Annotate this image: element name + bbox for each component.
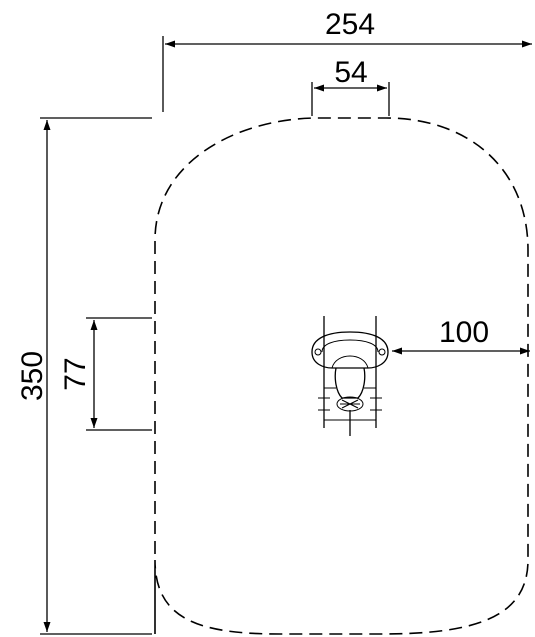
label-overall-width: 254	[325, 8, 375, 41]
dimension-overall-width: 254	[162, 8, 532, 112]
bolt-left	[314, 348, 322, 356]
seat-pattern	[340, 399, 360, 409]
rider-neck	[331, 355, 369, 369]
label-overall-height: 350	[16, 351, 49, 401]
label-top-inset: 54	[334, 56, 367, 89]
rider-head	[311, 331, 389, 369]
dimension-side-inset: 77	[59, 317, 152, 431]
label-side-inset: 77	[59, 357, 92, 390]
safety-zone-outline	[154, 117, 529, 635]
dimension-top-inset: 54	[311, 56, 390, 116]
rider-head-inner	[321, 339, 379, 353]
spring-rider-equipment	[311, 316, 389, 436]
dimension-overall-height: 350	[16, 117, 152, 635]
label-right-offset: 100	[439, 316, 489, 349]
rider-body	[334, 367, 366, 399]
dimension-right-offset: 100	[392, 316, 530, 355]
bolt-right	[378, 348, 386, 356]
